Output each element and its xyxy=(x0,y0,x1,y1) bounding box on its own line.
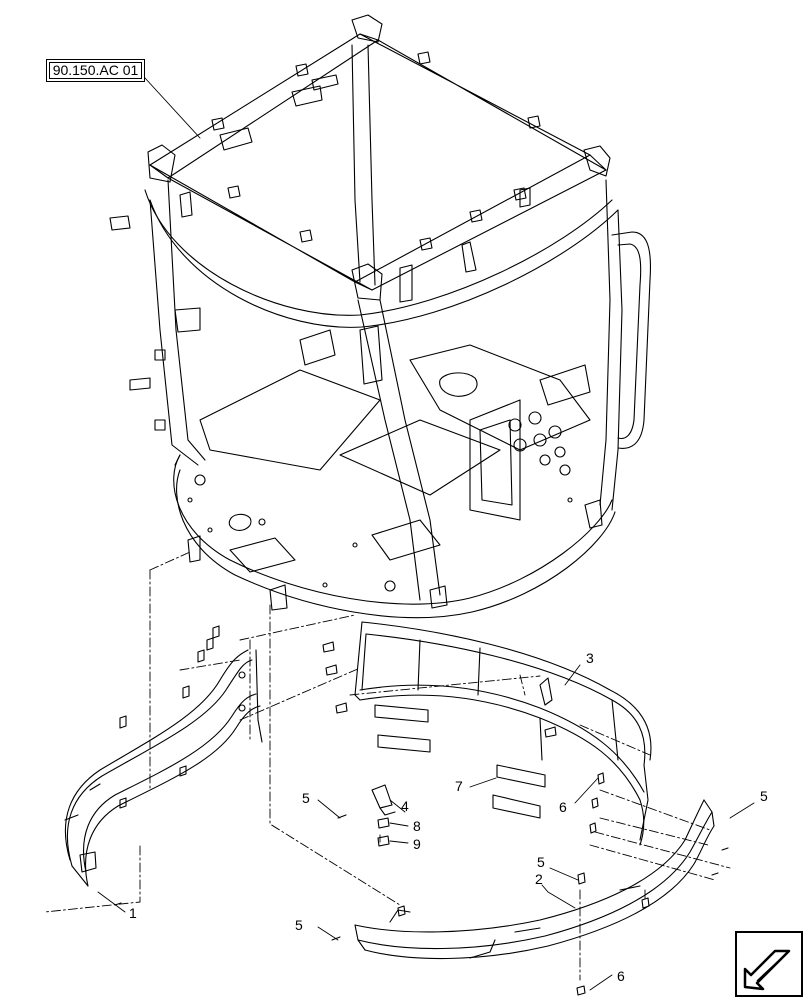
callout-5-bottom[interactable]: 5 xyxy=(295,917,303,933)
callout-9[interactable]: 9 xyxy=(413,836,421,852)
callout-4[interactable]: 4 xyxy=(401,798,409,814)
callout-5-center[interactable]: 5 xyxy=(537,854,545,870)
callout-labels: 1 2 3 4 5 5 5 5 6 6 7 8 9 xyxy=(129,650,768,984)
callout-7[interactable]: 7 xyxy=(455,778,463,794)
callout-5-left[interactable]: 5 xyxy=(302,790,310,806)
part-7-pads xyxy=(374,704,546,819)
callout-2[interactable]: 2 xyxy=(535,871,543,887)
callout-8[interactable]: 8 xyxy=(413,818,421,834)
navigation-button[interactable] xyxy=(735,931,803,997)
callout-3[interactable]: 3 xyxy=(586,650,594,666)
callout-5-right[interactable]: 5 xyxy=(760,788,768,804)
part-9-nut xyxy=(377,835,390,847)
cab-frame xyxy=(109,14,651,619)
reference-link-box[interactable]: 90.150.AC 01 xyxy=(46,59,145,82)
part-3-rear-skirt xyxy=(322,621,652,846)
fasteners xyxy=(114,625,729,996)
part-8-washer xyxy=(377,817,390,829)
part-4-clip xyxy=(371,784,396,816)
leader-lines xyxy=(97,77,755,991)
callout-6-lower[interactable]: 6 xyxy=(617,968,625,984)
part-1-left-fender xyxy=(64,649,263,887)
return-arrow-icon xyxy=(735,931,803,997)
assembly-centerlines xyxy=(44,551,731,981)
callout-1[interactable]: 1 xyxy=(129,905,137,921)
callout-6-upper[interactable]: 6 xyxy=(559,799,567,815)
